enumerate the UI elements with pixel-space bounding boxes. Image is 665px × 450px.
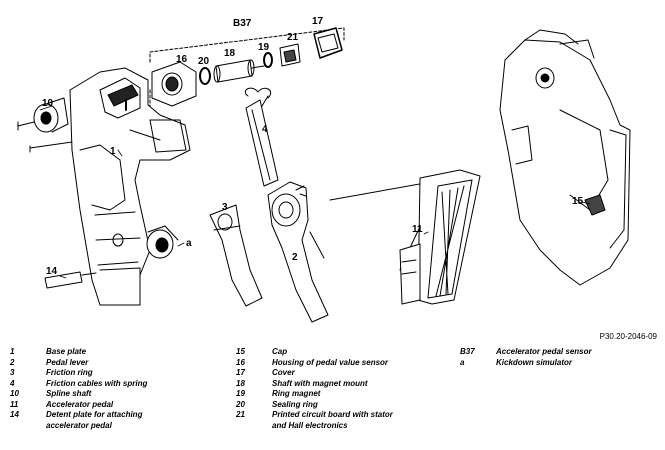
callout-16: 16 <box>176 54 188 65</box>
kickdown-simulator-drawing <box>146 225 179 259</box>
callout-1: 1 <box>110 146 116 157</box>
exploded-view-drawing: B37 17 16 20 18 19 21 10 1 4 3 a 2 11 14… <box>17 16 631 323</box>
callout-4: 4 <box>262 124 268 135</box>
callout-11: 11 <box>412 224 423 235</box>
sealing-ring-drawing <box>199 67 211 85</box>
callout-2: 2 <box>292 252 298 263</box>
callout-a: a <box>186 238 192 249</box>
ring-magnet-drawing <box>263 52 273 68</box>
callout-19: 19 <box>258 42 270 53</box>
shaft-with-magnet-mount-drawing <box>213 59 265 83</box>
callout-10: 10 <box>42 98 54 109</box>
sensor-housing-drawing <box>151 61 197 107</box>
callout-21: 21 <box>287 32 299 43</box>
leader-lines <box>39 105 591 279</box>
cover-drawing <box>313 27 343 59</box>
accelerator-pedal-drawing <box>329 169 481 305</box>
callout-20: 20 <box>198 56 210 67</box>
figure-reference-code: P30.20-2046-09 <box>599 332 657 341</box>
friction-cables-drawing <box>244 87 279 187</box>
spline-shaft-drawing <box>17 97 73 153</box>
callout-3: 3 <box>222 202 228 213</box>
detent-plate-drawing <box>44 271 97 289</box>
circuit-board-drawing <box>279 43 301 67</box>
callout-15: 15 <box>572 196 584 207</box>
pedal-lever-drawing <box>267 181 329 323</box>
base-plate-drawing <box>69 67 191 306</box>
callout-17: 17 <box>312 16 324 27</box>
assembled-unit-drawing <box>499 29 631 286</box>
callout-14: 14 <box>46 266 58 277</box>
callout-b37: B37 <box>233 18 252 29</box>
friction-ring-drawing <box>209 204 263 307</box>
callout-18: 18 <box>224 48 236 59</box>
